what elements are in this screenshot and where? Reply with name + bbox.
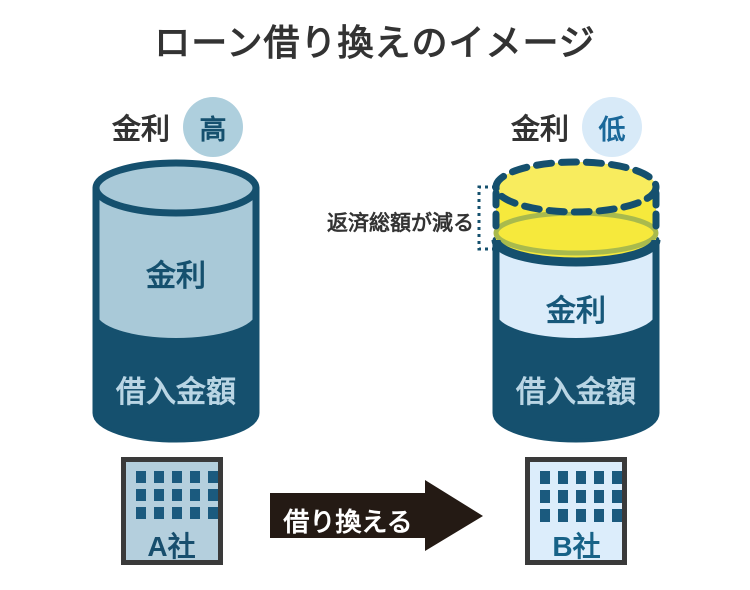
right-loan-cylinder (477, 158, 661, 443)
refinance-arrow (270, 480, 483, 551)
left-rate-label: 金利 (112, 114, 171, 146)
left-rate-indicator: 金利 高 (112, 97, 244, 157)
right-cylinder-rim (491, 239, 661, 267)
right-principal-label: 借入金額 (516, 376, 636, 409)
savings-section-band (496, 187, 656, 262)
company-a-building (121, 457, 223, 565)
left-cylinder-principal-section (96, 312, 256, 439)
low-rate-badge: 低 (582, 97, 643, 157)
company-b-windows (540, 471, 622, 522)
left-interest-label: 金利 (146, 260, 206, 293)
savings-label: 返済総額が減る (327, 212, 474, 235)
company-b-building (525, 457, 627, 565)
left-cylinder-top (92, 159, 260, 217)
savings-section-top-dashed (492, 158, 660, 216)
right-cylinder-principal-section (496, 312, 656, 439)
right-rate-label: 金利 (511, 114, 570, 146)
left-loan-cylinder (92, 159, 260, 443)
savings-bracket (477, 185, 497, 251)
left-principal-label: 借入金額 (116, 376, 236, 409)
company-a-windows (136, 471, 218, 519)
company-a-label: A社 (147, 531, 196, 562)
refinance-arrow-label: 借り換える (283, 507, 413, 537)
page-title: ローン借り換えのイメージ (154, 22, 596, 63)
right-interest-label: 金利 (546, 295, 606, 328)
high-rate-badge: 高 (183, 97, 244, 157)
company-b-label: B社 (552, 531, 601, 562)
right-rate-indicator: 金利 低 (511, 97, 643, 157)
